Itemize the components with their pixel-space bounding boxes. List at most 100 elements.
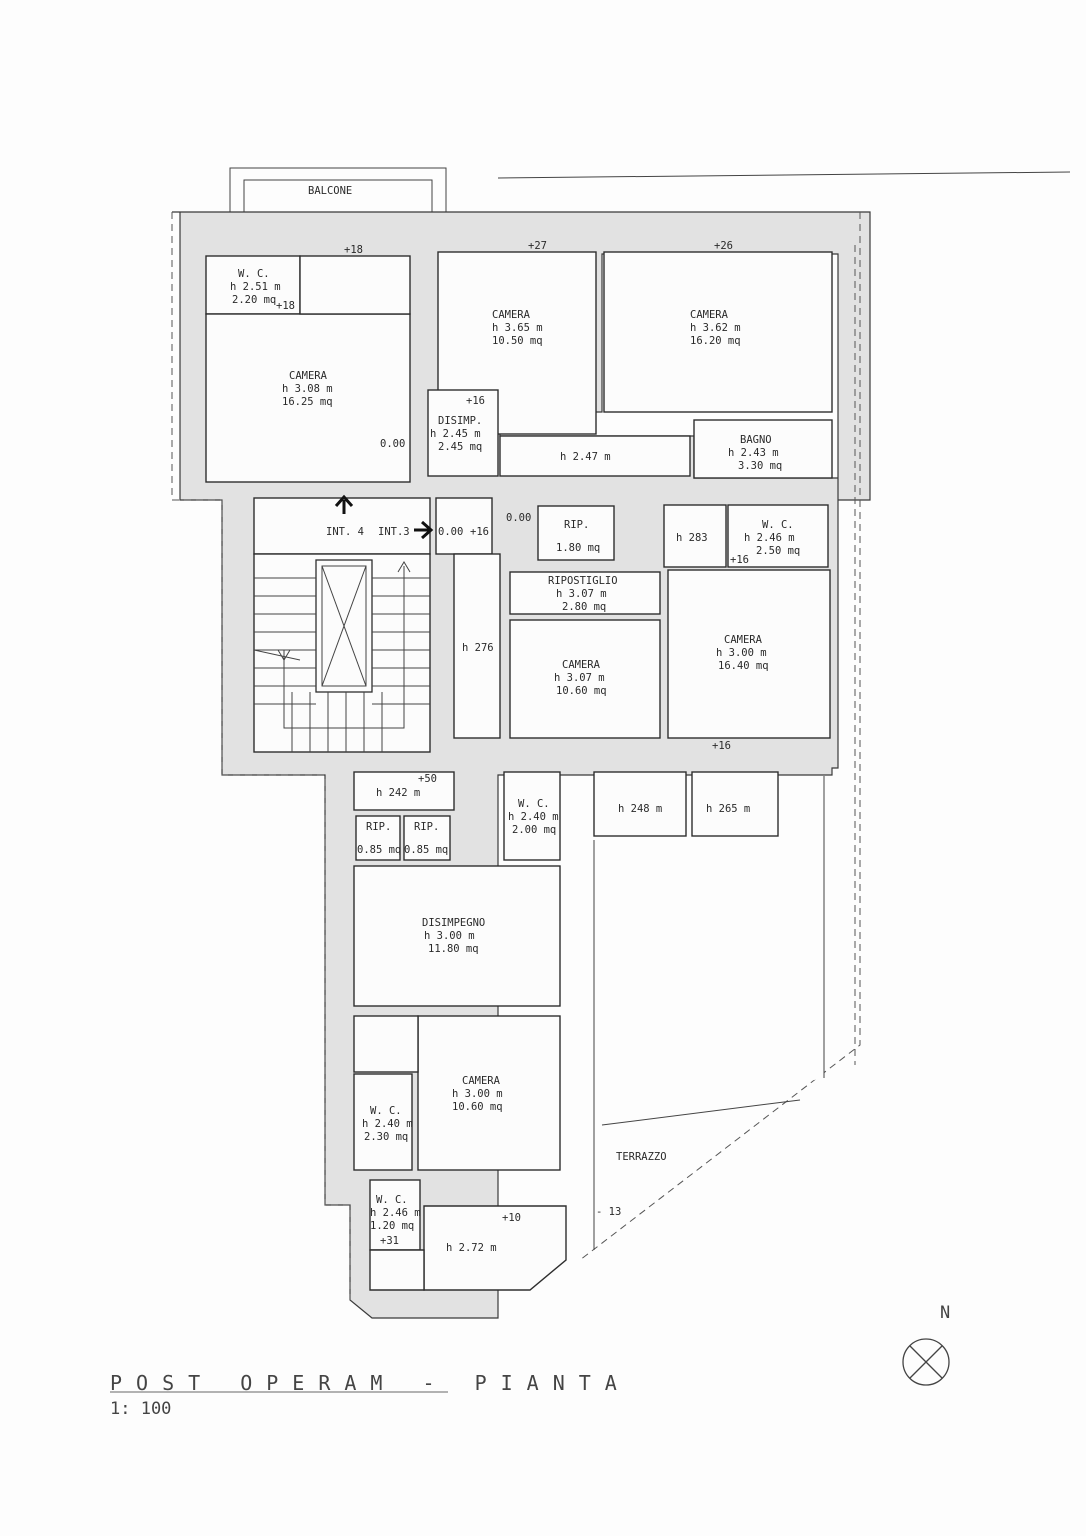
wc-mid-name: W. C. — [518, 798, 550, 810]
disimp-area: 2.45 mq — [438, 441, 482, 453]
camera-top-right-height: h 3.62 m — [690, 322, 741, 334]
level-p50: +50 — [418, 773, 437, 785]
wc-bottom-b-height: h 2.46 m — [370, 1207, 421, 1219]
rip-a-area: 0.85 mq — [357, 844, 401, 856]
room-h265 — [691, 771, 779, 837]
room-corridor-top — [499, 435, 691, 477]
camera-left-name: CAMERA — [289, 370, 328, 382]
wc-mid-area: 2.00 mq — [512, 824, 556, 836]
bagno-height: h 2.43 m — [728, 447, 779, 459]
camera-top-mid-area: 10.50 mq — [492, 335, 543, 347]
room-ripostiglio — [509, 571, 661, 615]
terrace-rail — [601, 1099, 801, 1126]
camera-top-right-area: 16.20 mq — [690, 335, 741, 347]
camera-top-mid-name: CAMERA — [492, 309, 531, 321]
camera-right-height: h 3.00 m — [716, 647, 767, 659]
level-p16c: +16 — [730, 554, 749, 566]
level-p16b: +16 — [470, 526, 489, 538]
disimpegno-area: 11.80 mq — [428, 943, 479, 955]
bagno-area: 3.30 mq — [738, 460, 782, 472]
room-wc-right — [727, 504, 829, 568]
room-camera-mid — [509, 619, 661, 739]
level-p26: +26 — [714, 240, 733, 252]
room-wc-bottom-a — [353, 1073, 413, 1171]
camera-mid-height: h 3.07 m — [554, 672, 605, 684]
level-p10: +10 — [502, 1212, 521, 1224]
level-zero-landing: 0.00 — [438, 526, 463, 538]
level-p18b: +18 — [276, 300, 295, 312]
dashed-boundary-left — [171, 212, 351, 1300]
room-rip-a — [355, 815, 401, 861]
room-h242 — [353, 771, 455, 811]
room-corridor-h276 — [453, 553, 501, 739]
landing-int4-label: INT. 4 — [326, 526, 364, 538]
rooms — [205, 251, 833, 1291]
camera-top-mid-height: h 3.65 m — [492, 322, 543, 334]
h272-label: h 2.72 m — [446, 1242, 497, 1254]
rip-b-name: RIP. — [414, 821, 439, 833]
level-p18a: +18 — [344, 244, 363, 256]
level-p31: +31 — [380, 1235, 399, 1247]
dashed-boundary-right — [579, 212, 861, 1261]
corridor-top-height: h 2.47 m — [560, 451, 611, 463]
camera-mid-name: CAMERA — [562, 659, 601, 671]
entrance-arrow-up-icon — [334, 494, 354, 514]
north-arrow-icon — [902, 1338, 950, 1386]
room-wc-bottom-b — [369, 1179, 421, 1251]
camera-left-area: 16.25 mq — [282, 396, 333, 408]
wc-mid-height: h 2.40 m — [508, 811, 559, 823]
rip-a-name: RIP. — [366, 821, 391, 833]
wc-bottom-b-name: W. C. — [376, 1194, 408, 1206]
wc-top-left-height: h 2.51 m — [230, 281, 281, 293]
room-h248 — [593, 771, 687, 837]
level-zero-mid: 0.00 — [506, 512, 531, 524]
h276-label: h 276 — [462, 642, 494, 654]
rip-top-name: RIP. — [564, 519, 589, 531]
wc-bottom-a-area: 2.30 mq — [364, 1131, 408, 1143]
level-p16d: +16 — [712, 740, 731, 752]
room-camera-top-mid — [437, 251, 597, 435]
entrance-arrow-right-icon — [414, 520, 434, 540]
terrazzo-label: TERRAZZO — [616, 1151, 667, 1163]
room-camera-top-right — [603, 251, 833, 413]
room-camera-right — [667, 569, 831, 739]
level-p27: +27 — [528, 240, 547, 252]
wc-right-area: 2.50 mq — [756, 545, 800, 557]
rip-b-area: 0.85 mq — [404, 844, 448, 856]
disimp-height: h 2.45 m — [430, 428, 481, 440]
wc-bottom-a-name: W. C. — [370, 1105, 402, 1117]
landing-int3-label: INT.3 — [378, 526, 410, 538]
level-zero-left: 0.00 — [380, 438, 405, 450]
room-rip-b — [403, 815, 451, 861]
wc-top-left-name: W. C. — [238, 268, 270, 280]
room-camera-left-upper — [299, 255, 411, 315]
drawing-scale: 1: 100 — [110, 1399, 171, 1419]
camera-top-right-name: CAMERA — [690, 309, 729, 321]
ripostiglio-height: h 3.07 m — [556, 588, 607, 600]
bagno-name: BAGNO — [740, 434, 772, 446]
camera-left-height: h 3.08 m — [282, 383, 333, 395]
camera-mid-area: 10.60 mq — [556, 685, 607, 697]
camera-bottom-area: 10.60 mq — [452, 1101, 503, 1113]
disimp-name: DISIMP. — [438, 415, 482, 427]
ripostiglio-name: RIPOSTIGLIO — [548, 575, 618, 587]
wc-top-left-area: 2.20 mq — [232, 294, 276, 306]
rip-top-area: 1.80 mq — [556, 542, 600, 554]
camera-bottom-name: CAMERA — [462, 1075, 501, 1087]
staircase — [253, 553, 431, 753]
disimpegno-name: DISIMPEGNO — [422, 917, 485, 929]
guide-line — [497, 171, 1071, 179]
wc-bottom-a-height: h 2.40 m — [362, 1118, 413, 1130]
drawing-title: POST OPERAM - PIANTA — [110, 1371, 631, 1395]
wc-right-name: W. C. — [762, 519, 794, 531]
camera-right-area: 16.40 mq — [718, 660, 769, 672]
room-disimp — [427, 389, 499, 477]
room-disimpegno — [353, 865, 561, 1007]
room-rip-top — [537, 505, 615, 561]
room-h283 — [663, 504, 727, 568]
h283-label: h 283 — [676, 532, 708, 544]
room-h272-left — [369, 1249, 425, 1291]
terrace-area — [594, 840, 824, 1125]
level-p16a: +16 — [466, 395, 485, 407]
